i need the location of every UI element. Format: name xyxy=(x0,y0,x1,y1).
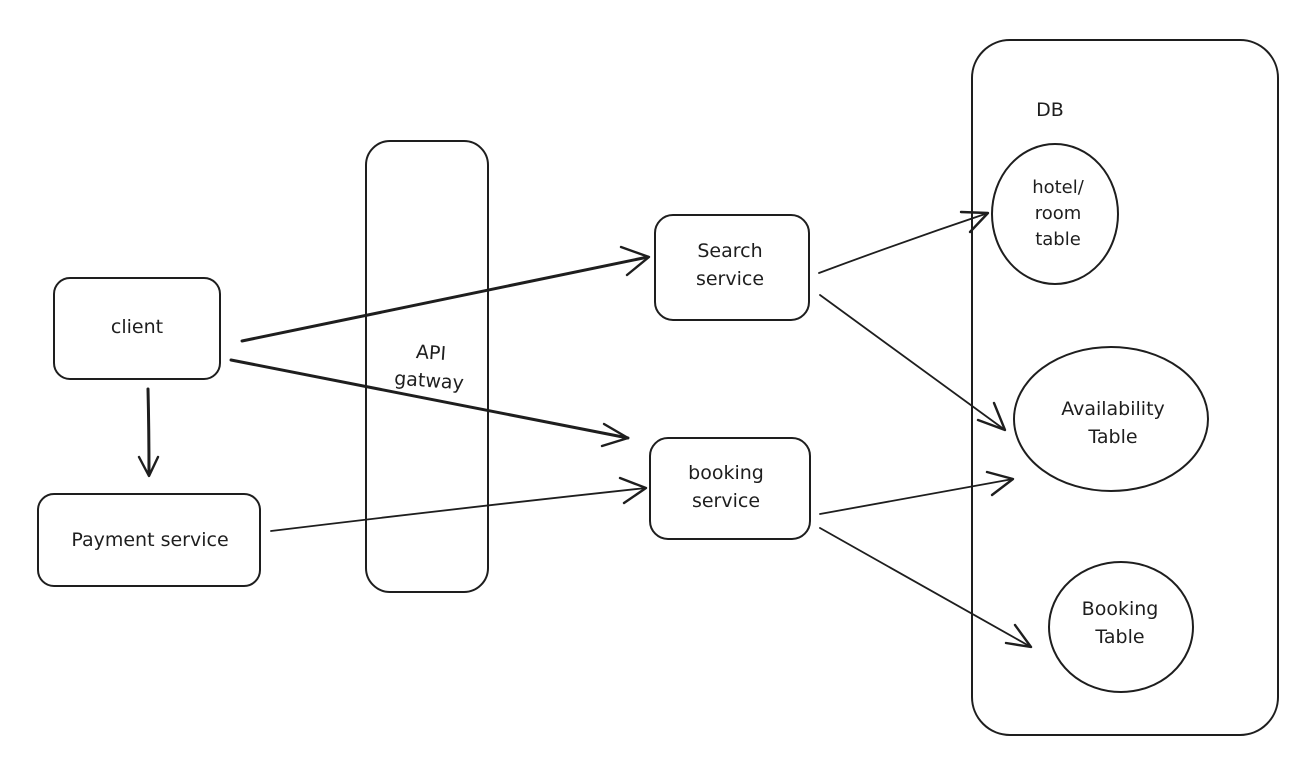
api-gateway-box[interactable] xyxy=(365,140,489,593)
edge-booking-to-booking-table[interactable] xyxy=(819,527,1032,648)
booking-service-box[interactable] xyxy=(649,437,811,540)
arrowhead-availability-table-from-search xyxy=(976,401,1007,432)
edge-client-to-booking-service[interactable] xyxy=(229,358,630,440)
availability-table-node[interactable] xyxy=(1013,346,1209,492)
arrowhead-availability-table-from-booking xyxy=(985,470,1015,497)
edge-client-to-payment-service[interactable] xyxy=(146,387,151,477)
booking-table-node[interactable] xyxy=(1048,561,1194,693)
arrowhead-booking-service-from-client xyxy=(600,422,630,448)
edge-booking-to-availability-table[interactable] xyxy=(819,478,1014,515)
edge-search-to-availability-table[interactable] xyxy=(819,294,1006,431)
edge-payment-to-booking-service[interactable] xyxy=(270,487,647,532)
search-service-box[interactable] xyxy=(654,214,810,321)
arrowhead-hotel-room-table xyxy=(959,210,990,234)
arrowhead-search-service xyxy=(619,245,651,277)
hotel-room-table-node[interactable] xyxy=(991,143,1119,285)
edge-client-to-search-service[interactable] xyxy=(240,255,650,343)
edge-search-to-hotel-room-table[interactable] xyxy=(818,212,989,274)
arrowhead-booking-table xyxy=(1004,623,1033,649)
payment-service-box[interactable] xyxy=(37,493,261,587)
arrowhead-booking-service-from-payment xyxy=(618,476,648,505)
client-box[interactable] xyxy=(53,277,221,380)
edges-group xyxy=(137,210,1033,649)
arrowhead-payment-service xyxy=(137,455,160,478)
